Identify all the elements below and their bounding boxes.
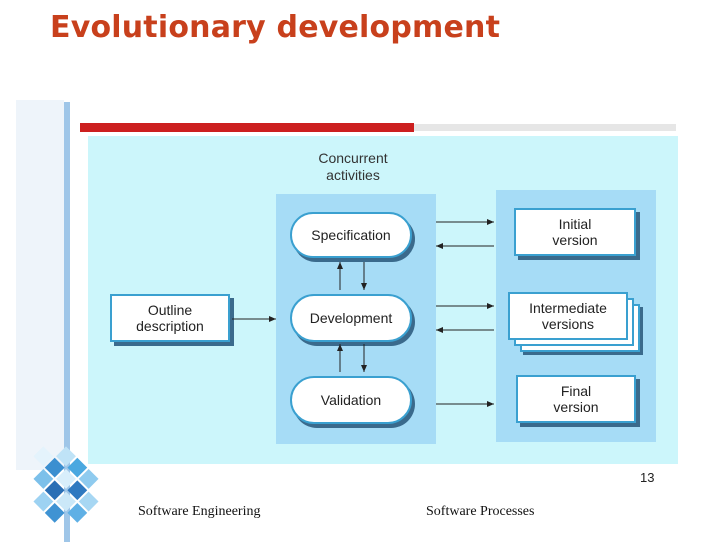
final-version-box: Final version [516, 375, 636, 423]
accent-bar [80, 123, 414, 132]
concurrent-activities-label: Concurrent activities [318, 150, 388, 183]
left-decorative-band [16, 100, 64, 470]
validation-activity: Validation [290, 376, 412, 424]
slide-title: Evolutionary development [50, 10, 501, 45]
initial-version-box: Initial version [514, 208, 636, 256]
outline-description-box: Outline description [110, 294, 230, 342]
accent-bar-track [414, 124, 676, 131]
intermediate-versions-box: Intermediate versions [508, 292, 628, 340]
decorative-mosaic-logo [33, 446, 99, 523]
left-decorative-line [64, 102, 70, 542]
page-number: 13 [640, 470, 655, 485]
specification-activity: Specification [290, 212, 412, 258]
development-activity: Development [290, 294, 412, 342]
footer-left-text: Software Engineering [138, 504, 261, 519]
footer-right-text: Software Processes [426, 504, 535, 519]
